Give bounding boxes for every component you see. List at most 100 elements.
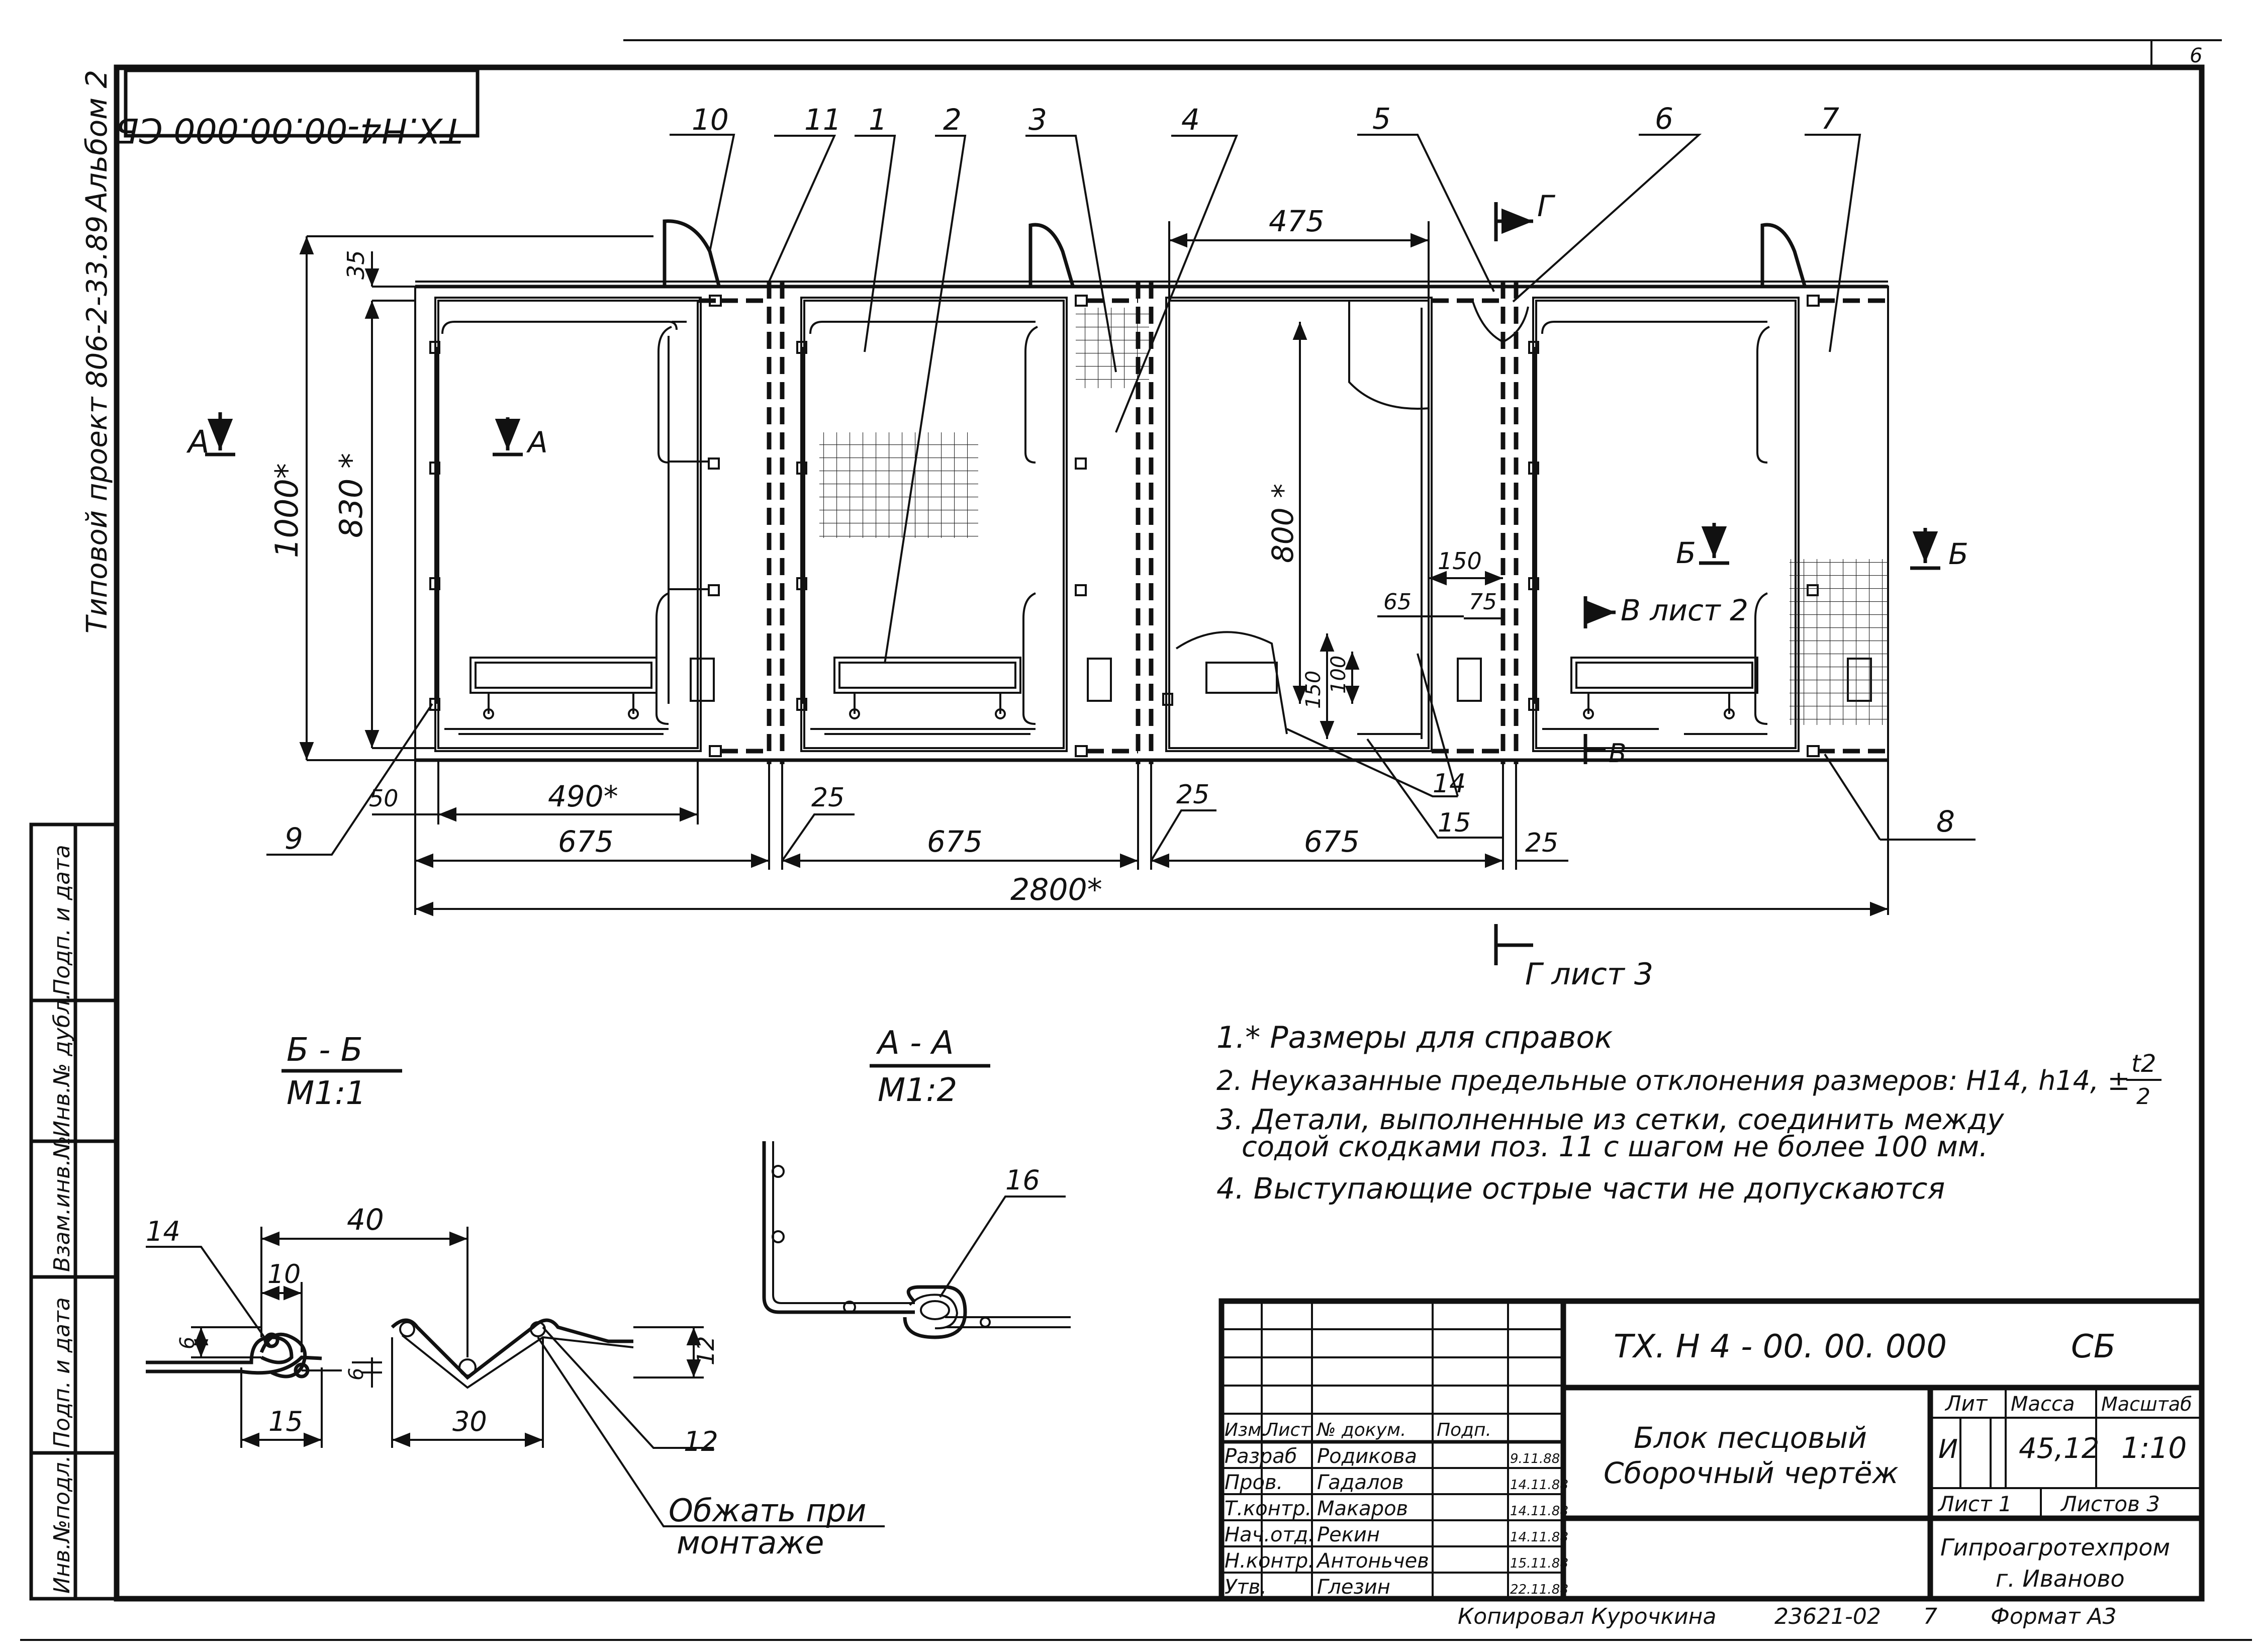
- dim-25-c: 25: [1525, 828, 1558, 858]
- section-aa: А - А М1:2 16: [762, 1025, 1071, 1339]
- tb-mass-value: 45,12: [2019, 1432, 2099, 1465]
- tb-role-6: Утв.: [1225, 1576, 1267, 1599]
- pos-14-bb: 14: [146, 1216, 180, 1247]
- pos-11: 11: [804, 103, 841, 137]
- dim-675-a: 675: [558, 824, 614, 859]
- tb-date-2: 14.11.88: [1510, 1478, 1568, 1493]
- tb-hdr-list: Лист: [1264, 1420, 1311, 1440]
- tb-hdr-izm: Изм.: [1225, 1420, 1267, 1440]
- note-1: 1.* Размеры для справок: [1216, 1020, 1613, 1055]
- tb-role-3: Т.контр.: [1225, 1497, 1311, 1520]
- tb-date-6: 22.11.88: [1510, 1582, 1568, 1597]
- tb-name-2: Гадалов: [1317, 1471, 1404, 1494]
- dim-40: 40: [347, 1203, 384, 1237]
- pos-12: 12: [684, 1426, 718, 1457]
- pos-6: 6: [1655, 102, 1673, 136]
- dim-75: 75: [1469, 589, 1497, 615]
- dim-675-b: 675: [927, 824, 983, 859]
- stamp-code: ТХ.Н4-00.00.000 СБ: [116, 110, 463, 150]
- mark-b-left: Б: [1676, 536, 1696, 570]
- pos-2: 2: [943, 103, 962, 137]
- dim-150-top: 150: [1438, 547, 1482, 575]
- mark-a-right: А: [526, 425, 548, 460]
- pos-7: 7: [1821, 102, 1839, 136]
- tb-date-3: 14.11.88: [1510, 1504, 1568, 1519]
- dim-6-left: 6: [176, 1337, 199, 1349]
- pos-10: 10: [692, 103, 729, 137]
- title-block: Изм. Лист № докум. Подп. Разраб Родикова…: [1218, 1298, 2205, 1602]
- album-label: Альбом 2: [79, 70, 114, 213]
- pos-5: 5: [1372, 102, 1391, 136]
- footer-copied: Копировал Курочкина: [1458, 1604, 1716, 1629]
- strip-inv-dup: Инв.№ дубл.: [49, 993, 75, 1137]
- feeders-top: [415, 219, 1888, 286]
- tb-lit-label: Лит: [1944, 1391, 1988, 1416]
- crimp-note-1: Обжать при: [669, 1492, 866, 1529]
- mark-v-top: В лист 2: [1621, 593, 1748, 627]
- dim-150-vert: 150: [1302, 671, 1325, 709]
- footer-number: 23621-02: [1774, 1604, 1881, 1629]
- note-2-num: t2: [2131, 1050, 2156, 1078]
- cell-3: [1162, 297, 1482, 752]
- section-marks: А А Б Б В лист 2 В Г Г лист 3: [186, 189, 1968, 992]
- pos-15: 15: [1438, 808, 1471, 838]
- mark-v-bottom: В: [1609, 739, 1627, 769]
- tb-mass-label: Масса: [2011, 1393, 2075, 1416]
- tb-name-6: Глезин: [1317, 1576, 1390, 1599]
- tb-sheets: Листов 3: [2060, 1492, 2160, 1516]
- partition-2: [1087, 282, 1154, 764]
- cell-1: [429, 295, 722, 757]
- tb-name-4: Рекин: [1317, 1523, 1380, 1546]
- tb-role-5: Н.контр.: [1225, 1549, 1314, 1573]
- dim-2800: 2800*: [1010, 872, 1102, 907]
- tb-role-1: Разраб: [1225, 1445, 1297, 1468]
- tb-scale-label: Масштаб: [2101, 1393, 2192, 1415]
- footer-page: 7: [1923, 1604, 1937, 1629]
- mark-g-top: Г: [1537, 189, 1556, 223]
- dim-475: 475: [1269, 204, 1325, 238]
- corner-stamp: ТХ.Н4-00.00.000 СБ: [116, 68, 480, 150]
- tb-lit-value: И: [1938, 1434, 1958, 1464]
- main-plan: [414, 219, 1889, 764]
- tb-date-1: 9.11.88: [1510, 1451, 1560, 1466]
- strip-sign-date-1: Подп. и дата: [49, 1297, 75, 1448]
- dim-50: 50: [369, 785, 399, 812]
- dim-6-right: 6: [345, 1368, 368, 1381]
- pos-8: 8: [1936, 804, 1955, 839]
- tb-name-1-line: Блок песцовый: [1634, 1421, 1867, 1455]
- dim-100: 100: [1327, 656, 1350, 694]
- tb-hdr-sign: Подп.: [1437, 1420, 1491, 1440]
- partition-1: [721, 282, 785, 764]
- tb-name-1: Родикова: [1317, 1445, 1417, 1468]
- footer: Копировал Курочкина 23621-02 7 Формат А3: [1458, 1604, 2117, 1629]
- bb-title: Б - Б: [287, 1032, 363, 1069]
- mark-a-left: А: [186, 423, 209, 460]
- dim-25-a: 25: [811, 783, 844, 813]
- dim-25-b: 25: [1176, 780, 1209, 810]
- dim-490: 490*: [548, 779, 618, 813]
- tb-name-2-line: Сборочный чертёж: [1604, 1456, 1899, 1490]
- tb-org-2: г. Иваново: [1996, 1565, 2125, 1592]
- cell-4: [699, 295, 1888, 757]
- pos-1: 1: [869, 103, 887, 137]
- tb-role-2: Пров.: [1225, 1471, 1283, 1494]
- dim-675-c: 675: [1304, 824, 1360, 859]
- section-bb: Б - Б М1:1 40 10 6 6 12: [146, 1032, 885, 1561]
- aa-scale: М1:2: [878, 1072, 957, 1109]
- note-3b: содой скодками поз. 11 с шагом не более …: [1242, 1131, 1988, 1163]
- tb-code: ТХ. Н 4 - 00. 00. 000: [1614, 1328, 1947, 1365]
- tb-name-3: Макаров: [1317, 1497, 1408, 1520]
- mark-b-right: Б: [1948, 537, 1968, 571]
- left-strip: Инв.№подл. Подп. и дата Взам.инв.№ Инв.№…: [29, 822, 119, 1601]
- tb-sheet: Лист 1: [1937, 1492, 2012, 1516]
- notes: 1.* Размеры для справок 2. Неуказанные п…: [1216, 1020, 2162, 1206]
- side-titles: Альбом 2 Типовой проект 806-2-33.89: [79, 70, 114, 633]
- partition-3: [1432, 282, 1529, 764]
- dim-1000: 1000*: [268, 463, 305, 558]
- pos-9: 9: [285, 821, 303, 856]
- dim-12: 12: [692, 1336, 719, 1365]
- mark-g-bottom: Г лист 3: [1525, 957, 1653, 992]
- tb-date-5: 15.11.88: [1510, 1556, 1568, 1571]
- strip-sign-date-2: Подп. и дата: [49, 845, 75, 995]
